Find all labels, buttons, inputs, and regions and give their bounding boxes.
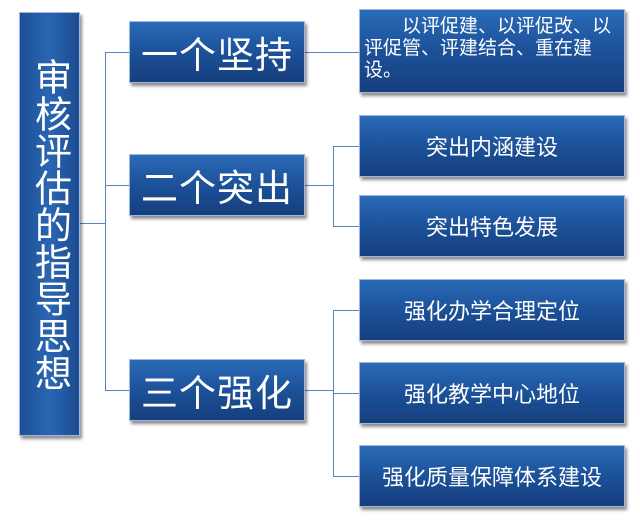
connector-to-leaf-3-1: [333, 310, 359, 311]
leaf-node-3-2: 强化教学中心地位: [359, 362, 625, 424]
connector-branch-3-out: [305, 390, 333, 391]
connector-to-leaf-3-2: [333, 393, 359, 394]
leaf-node-3-3: 强化质量保障体系建设: [359, 445, 625, 507]
connector-root-spine: [105, 52, 106, 391]
leaf-node-1-1-text: 以评促建、以评促改、以评促管、评建结合、重在建设。: [364, 15, 612, 81]
root-node: 审核评估的指导思想: [19, 12, 80, 436]
leaf-node-2-1: 突出内涵建设: [359, 115, 625, 177]
connector-branch-2-out: [305, 185, 333, 186]
connector-to-leaf-2-1: [333, 146, 359, 147]
branch-node-3: 三个强化: [129, 359, 305, 421]
connector-branch-1-out: [305, 52, 359, 53]
connector-to-branch-2: [105, 185, 129, 186]
leaf-node-3-1: 强化办学合理定位: [359, 279, 625, 341]
connector-to-leaf-3-3: [333, 476, 359, 477]
leaf-node-2-2: 突出特色发展: [359, 195, 625, 257]
connector-root-stem: [80, 223, 106, 224]
connector-to-branch-1: [105, 52, 129, 53]
leaf-node-1-1: 以评促建、以评促改、以评促管、评建结合、重在建设。: [359, 9, 625, 93]
connector-branch-2-spine: [333, 146, 334, 226]
connector-to-leaf-2-2: [333, 226, 359, 227]
branch-node-2: 二个突出: [129, 154, 305, 216]
connector-to-branch-3: [105, 390, 129, 391]
branch-node-1: 一个坚持: [129, 21, 305, 83]
